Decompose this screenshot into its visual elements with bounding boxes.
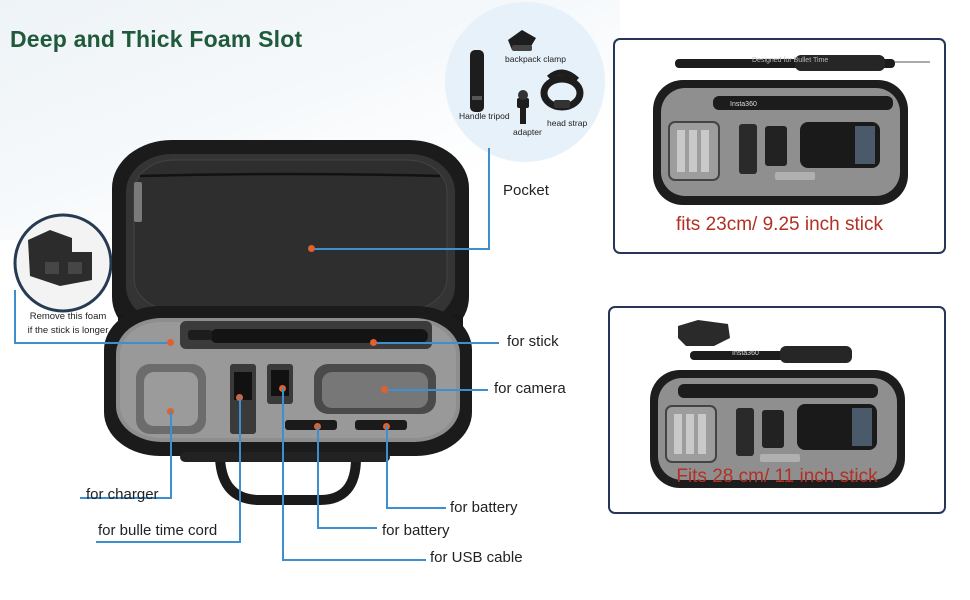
callout-line-charger	[80, 497, 172, 499]
foam-note-line-2: if the stick is longer	[27, 325, 109, 336]
label-for-camera: for camera	[494, 380, 566, 397]
callout-line-foam	[14, 342, 170, 344]
callout-line-battery-2-vertical	[317, 426, 319, 528]
callout-line-battery-1	[386, 507, 446, 509]
callout-dot-foam	[167, 339, 174, 346]
case-23cm-illustration	[653, 55, 930, 205]
callout-dot-stick	[370, 339, 377, 346]
callout-line-pocket-vertical	[488, 148, 490, 250]
label-for-battery-1: for battery	[450, 499, 518, 516]
stick-brand-bottom: Insta360	[732, 350, 759, 357]
callout-dot-pocket	[308, 245, 315, 252]
label-pocket: Pocket	[503, 182, 549, 199]
callout-line-stick	[373, 342, 499, 344]
label-handle-tripod: Handle tripod	[459, 111, 510, 121]
stick-engraving-top: Designed for Bullet Time	[752, 57, 829, 64]
fit-text-28cm: Fits 28 cm/ 11 inch stick	[676, 466, 878, 487]
callout-line-pocket	[311, 248, 489, 250]
callout-dot-camera	[381, 386, 388, 393]
callout-line-cord-vertical	[239, 397, 241, 542]
label-for-battery-2: for battery	[382, 522, 450, 539]
fit-box-23cm: fits 23cm/ 9.25 inch stick	[613, 38, 946, 254]
label-for-bulle-time-cord: for bulle time cord	[98, 522, 218, 539]
label-adapter: adapter	[513, 127, 542, 137]
case-28cm-illustration	[650, 320, 905, 488]
foam-removal-note: Remove this foam if the stick is longer	[18, 310, 118, 338]
callout-line-charger-vertical	[170, 411, 172, 497]
callout-line-camera	[384, 389, 488, 391]
callout-line-battery-1-vertical	[386, 426, 388, 508]
stick-brand-top: Insta360	[730, 101, 757, 108]
label-backpack-clamp: backpack clamp	[505, 54, 566, 64]
callout-line-usb	[282, 559, 426, 561]
label-for-stick: for stick	[507, 333, 559, 350]
label-for-usb-cable: for USB cable	[430, 549, 523, 566]
callout-line-battery-2	[317, 527, 377, 529]
callout-line-cord	[96, 541, 241, 543]
callout-line-foam-vertical	[14, 290, 16, 342]
fit-box-28cm: Fits 28 cm/ 11 inch stick	[608, 306, 946, 514]
fit-text-23cm: fits 23cm/ 9.25 inch stick	[676, 214, 883, 235]
callout-line-usb-vertical	[282, 388, 284, 560]
foam-note-line-1: Remove this foam	[29, 311, 107, 322]
label-head-strap: head strap	[547, 118, 588, 128]
page-title: Deep and Thick Foam Slot	[10, 26, 303, 52]
label-for-charger: for charger	[86, 486, 159, 503]
